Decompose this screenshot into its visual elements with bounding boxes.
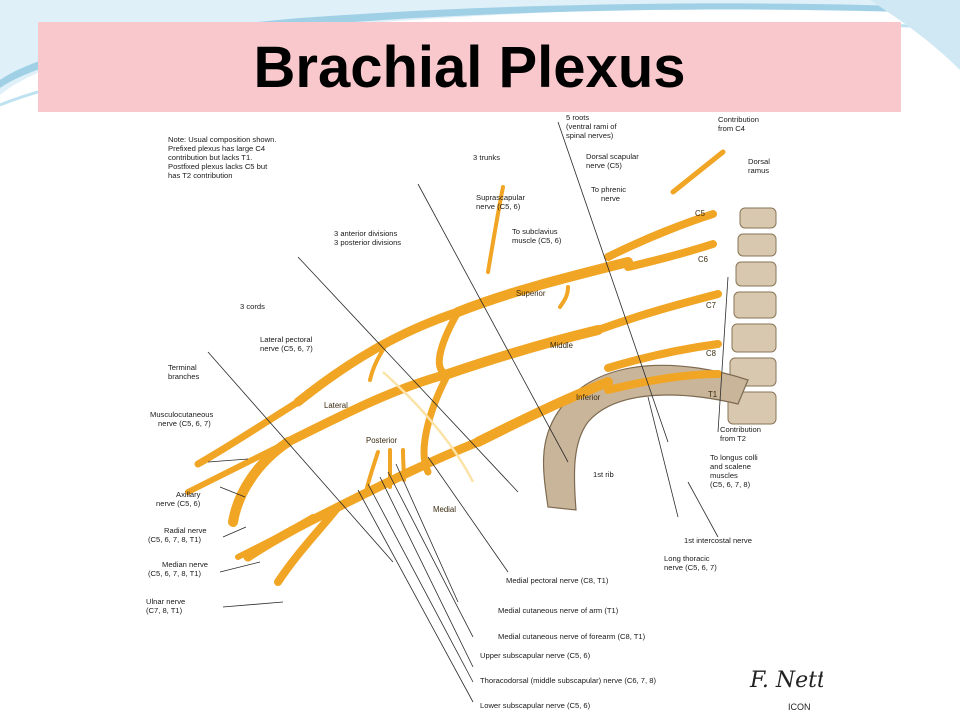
lateral-cord-label: Lateral bbox=[324, 401, 348, 410]
svg-text:To longus colli: To longus colli bbox=[710, 453, 758, 462]
ansa-pectoralis-loop bbox=[382, 371, 475, 483]
t1-label: T1 bbox=[708, 390, 717, 399]
svg-text:nerve (C5, 6, 7): nerve (C5, 6, 7) bbox=[664, 563, 717, 572]
svg-text:Lateral pectoral: Lateral pectoral bbox=[260, 335, 313, 344]
svg-text:ICON: ICON bbox=[788, 702, 811, 712]
svg-text:spinal nerves): spinal nerves) bbox=[566, 131, 614, 140]
medial-cord-label: Medial bbox=[433, 505, 456, 514]
svg-text:Note: Usual composition shown.: Note: Usual composition shown. bbox=[168, 135, 276, 144]
medial-cutaneous-arm-label: Medial cutaneous nerve of arm (T1) bbox=[498, 606, 619, 615]
c5-label: C5 bbox=[695, 209, 706, 218]
svg-text:from C4: from C4 bbox=[718, 124, 745, 133]
svg-text:ramus: ramus bbox=[748, 166, 769, 175]
svg-text:F. Netter M.D.: F. Netter M.D. bbox=[749, 668, 823, 693]
svg-text:(C7, 8, T1): (C7, 8, T1) bbox=[146, 606, 183, 615]
svg-text:3 posterior divisions: 3 posterior divisions bbox=[334, 238, 401, 247]
c7-label: C7 bbox=[706, 301, 716, 310]
longus-colli-label: To longus colli and scalene muscles (C5,… bbox=[710, 453, 758, 489]
svg-text:Contribution: Contribution bbox=[718, 115, 759, 124]
musculocutaneous-label: Musculocutaneous nerve (C5, 6, 7) bbox=[150, 410, 214, 428]
upper-subscapular-label: Upper subscapular nerve (C5, 6) bbox=[480, 651, 591, 660]
svg-text:To subclavius: To subclavius bbox=[512, 227, 558, 236]
svg-text:nerve: nerve bbox=[601, 194, 620, 203]
svg-text:Median nerve: Median nerve bbox=[162, 560, 208, 569]
svg-text:3 anterior divisions: 3 anterior divisions bbox=[334, 229, 398, 238]
five-roots-label: 5 roots (ventral rami of spinal nerves) bbox=[566, 113, 618, 140]
ulnar-label: Ulnar nerve (C7, 8, T1) bbox=[146, 597, 185, 615]
svg-text:(C5, 6, 7, 8): (C5, 6, 7, 8) bbox=[710, 480, 751, 489]
c8-label: C8 bbox=[706, 349, 716, 358]
terminal-branches-label: Terminal branches bbox=[168, 363, 199, 381]
svg-text:5 roots: 5 roots bbox=[566, 113, 589, 122]
svg-text:Ulnar nerve: Ulnar nerve bbox=[146, 597, 185, 606]
first-rib-label: 1st rib bbox=[593, 470, 614, 479]
svg-text:nerve (C5, 6): nerve (C5, 6) bbox=[476, 202, 521, 211]
first-rib bbox=[542, 364, 749, 511]
svg-text:and scalene: and scalene bbox=[710, 462, 751, 471]
svg-text:(C5, 6, 7, 8, T1): (C5, 6, 7, 8, T1) bbox=[148, 569, 202, 578]
svg-text:Suprascapular: Suprascapular bbox=[476, 193, 525, 202]
lateral-pectoral-label: Lateral pectoral nerve (C5, 6, 7) bbox=[260, 335, 313, 353]
svg-text:Postfixed plexus lacks C5 but: Postfixed plexus lacks C5 but bbox=[168, 162, 268, 171]
three-cords-label: 3 cords bbox=[240, 302, 265, 311]
title-band: Brachial Plexus bbox=[38, 22, 901, 112]
svg-text:muscles: muscles bbox=[710, 471, 738, 480]
lower-subscapular-label: Lower subscapular nerve (C5, 6) bbox=[480, 701, 591, 710]
first-intercostal-label: 1st intercostal nerve bbox=[684, 536, 752, 545]
svg-text:contribution but lacks T1.: contribution but lacks T1. bbox=[168, 153, 252, 162]
svg-text:Dorsal scapular: Dorsal scapular bbox=[586, 152, 639, 161]
thoracodorsal-label: Thoracodorsal (middle subscapular) nerve… bbox=[480, 676, 656, 685]
svg-text:Dorsal: Dorsal bbox=[748, 157, 770, 166]
netter-signature: F. Netter M.D. ICON bbox=[749, 668, 823, 712]
svg-text:To phrenic: To phrenic bbox=[591, 185, 626, 194]
to-subclavius-label: To subclavius muscle (C5, 6) bbox=[512, 227, 562, 245]
leader-lines bbox=[207, 121, 729, 703]
medial-cutaneous-forearm-label: Medial cutaneous nerve of forearm (C8, T… bbox=[498, 632, 646, 641]
contribution-c4-label: Contribution from C4 bbox=[718, 115, 759, 133]
svg-text:branches: branches bbox=[168, 372, 199, 381]
suprascapular-label: Suprascapular nerve (C5, 6) bbox=[476, 193, 525, 211]
svg-text:(ventral rami of: (ventral rami of bbox=[566, 122, 618, 131]
slide-title: Brachial Plexus bbox=[253, 34, 686, 100]
c6-label: C6 bbox=[698, 255, 708, 264]
divisions-label: 3 anterior divisions 3 posterior divisio… bbox=[334, 229, 401, 247]
medial-pectoral-label: Medial pectoral nerve (C8, T1) bbox=[506, 576, 609, 585]
svg-text:nerve (C5, 6): nerve (C5, 6) bbox=[156, 499, 201, 508]
svg-text:Long thoracic: Long thoracic bbox=[664, 554, 710, 563]
svg-text:Radial nerve: Radial nerve bbox=[164, 526, 207, 535]
svg-text:Axillary: Axillary bbox=[176, 490, 201, 499]
svg-text:(C5, 6, 7, 8, T1): (C5, 6, 7, 8, T1) bbox=[148, 535, 202, 544]
inferior-trunk-label: Inferior bbox=[576, 393, 601, 402]
svg-text:muscle (C5, 6): muscle (C5, 6) bbox=[512, 236, 562, 245]
dorsal-ramus-label: Dorsal ramus bbox=[748, 157, 770, 175]
svg-text:nerve (C5, 6, 7): nerve (C5, 6, 7) bbox=[158, 419, 211, 428]
posterior-cord-label: Posterior bbox=[366, 436, 398, 445]
svg-text:Prefixed plexus has large C4: Prefixed plexus has large C4 bbox=[168, 144, 265, 153]
superior-trunk-label: Superior bbox=[516, 289, 546, 298]
middle-trunk-label: Middle bbox=[550, 341, 573, 350]
median-label: Median nerve (C5, 6, 7, 8, T1) bbox=[148, 560, 208, 578]
note-text: Note: Usual composition shown. Prefixed … bbox=[168, 135, 276, 180]
axillary-label: Axillary nerve (C5, 6) bbox=[156, 490, 201, 508]
long-thoracic-label: Long thoracic nerve (C5, 6, 7) bbox=[664, 554, 717, 572]
svg-text:Musculocutaneous: Musculocutaneous bbox=[150, 410, 214, 419]
svg-text:Terminal: Terminal bbox=[168, 363, 197, 372]
nerve-network bbox=[185, 149, 726, 586]
svg-text:nerve (C5, 6, 7): nerve (C5, 6, 7) bbox=[260, 344, 313, 353]
dorsal-scapular-label: Dorsal scapular nerve (C5) bbox=[586, 152, 639, 170]
radial-label: Radial nerve (C5, 6, 7, 8, T1) bbox=[148, 526, 207, 544]
svg-text:nerve (C5): nerve (C5) bbox=[586, 161, 622, 170]
svg-text:Contribution: Contribution bbox=[720, 425, 761, 434]
three-trunks-label: 3 trunks bbox=[473, 153, 500, 162]
svg-text:from T2: from T2 bbox=[720, 434, 746, 443]
to-phrenic-label: To phrenic nerve bbox=[591, 185, 626, 203]
contribution-t2-label: Contribution from T2 bbox=[720, 425, 761, 443]
svg-text:has T2 contribution: has T2 contribution bbox=[168, 171, 232, 180]
brachial-plexus-diagram: Note: Usual composition shown. Prefixed … bbox=[146, 113, 823, 712]
